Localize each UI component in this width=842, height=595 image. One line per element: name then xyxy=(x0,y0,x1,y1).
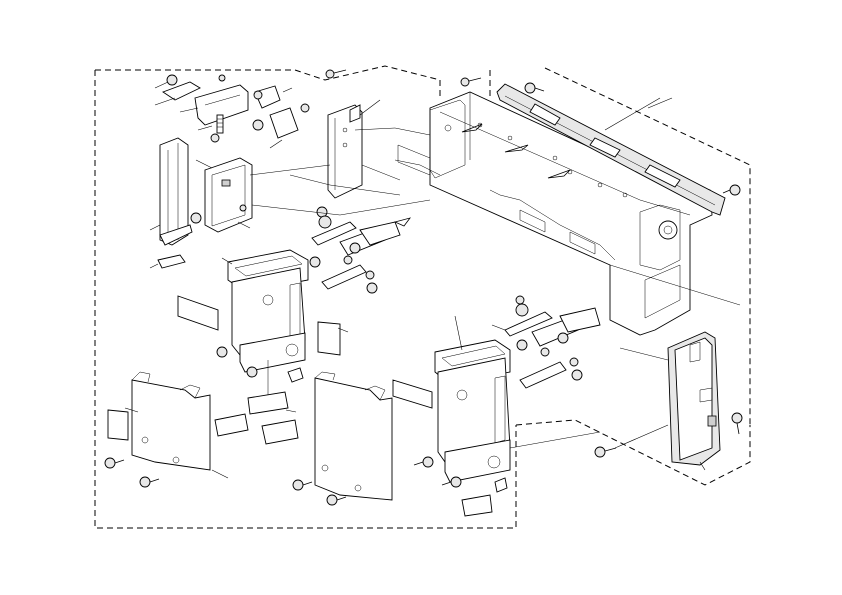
inner-plate xyxy=(397,99,466,179)
left-mount-plate xyxy=(190,157,253,233)
left-vertical-rail xyxy=(149,137,193,269)
center-bracket xyxy=(327,99,441,199)
assembly-boundary xyxy=(94,65,751,529)
gear-links-right xyxy=(491,295,601,389)
center-cover xyxy=(292,321,393,506)
top-rail-bracket xyxy=(496,83,726,216)
left-cover xyxy=(104,371,229,488)
rear-frame xyxy=(429,91,741,336)
left-top-bracket xyxy=(154,74,310,149)
right-unit-housing xyxy=(392,315,511,517)
screws-top xyxy=(325,69,741,196)
assembly-guides xyxy=(249,164,669,449)
gear-links-left xyxy=(309,206,412,294)
right-side-cover xyxy=(594,331,743,471)
left-small-brackets xyxy=(214,391,299,445)
left-unit-housing xyxy=(177,249,309,400)
